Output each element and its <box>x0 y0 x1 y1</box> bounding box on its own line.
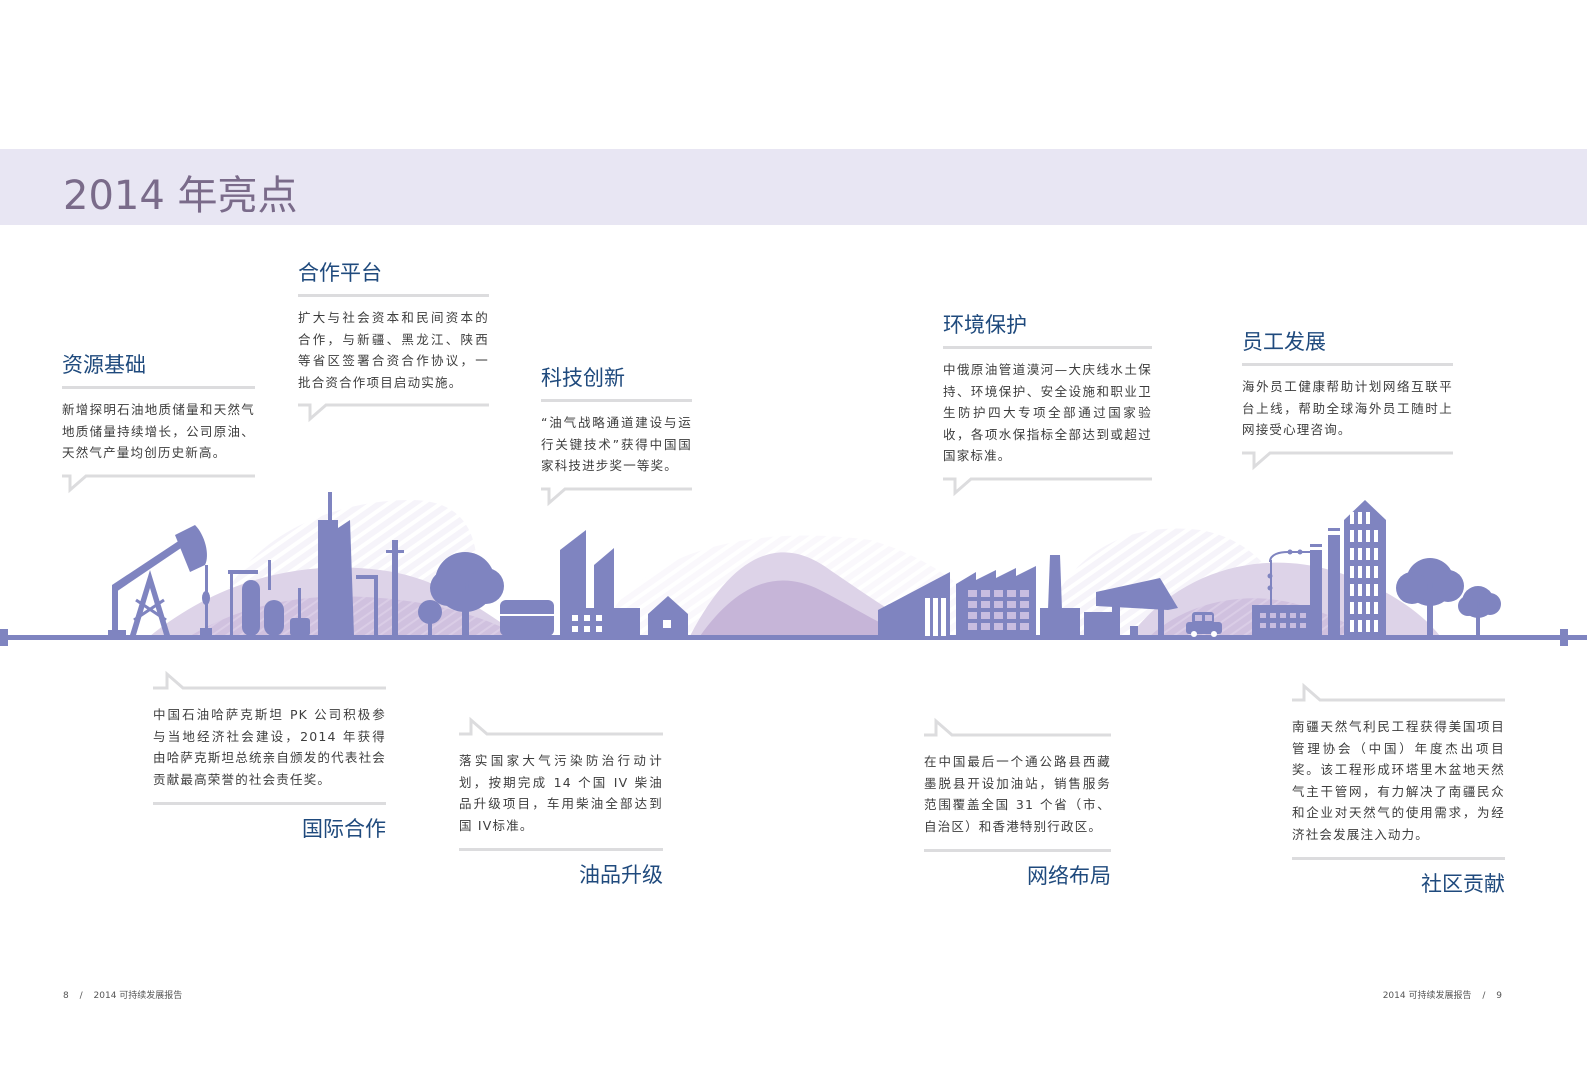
pipeline-plant-icon <box>1252 528 1340 636</box>
card-oil-upgrade: 落实国家大气污染防治行动计划，按期完成 14 个国 IV 柴油品升级项目，车用柴… <box>459 716 663 889</box>
speech-tail-icon <box>1242 451 1453 473</box>
industrial-shed-icon <box>878 566 1036 636</box>
footer-separator: / <box>1482 991 1486 1001</box>
card-body: 在中国最后一个通公路县西藏墨脱县开设加油站，销售服务范围覆盖全国 31 个省（市… <box>924 754 1111 834</box>
card-heading: 国际合作 <box>302 817 386 841</box>
storage-tank-icon <box>500 600 554 636</box>
divider <box>1292 857 1505 860</box>
report-name-left: 2014 可持续发展报告 <box>93 991 183 1001</box>
speech-tail-icon <box>943 477 1152 499</box>
footer-left: 8 / 2014 可持续发展报告 <box>63 988 182 1001</box>
card-heading: 油品升级 <box>579 863 663 887</box>
card-heading: 环境保护 <box>943 313 1027 337</box>
card-heading: 合作平台 <box>298 261 382 285</box>
speech-tail-icon <box>153 670 386 692</box>
card-international-cooperation: 中国石油哈萨克斯坦 PK 公司积极参与当地经济社会建设，2014 年获得由哈萨克… <box>153 670 386 843</box>
card-body: 扩大与社会资本和民间资本的合作，与新疆、黑龙江、陕西等省区签署合资合作协议，一批… <box>298 310 489 390</box>
gas-station-icon <box>1084 578 1178 636</box>
footer-right: 2014 可持续发展报告 / 9 <box>1383 988 1502 1001</box>
office-tower-icon <box>1344 500 1386 636</box>
card-employee-development: 员工发展 海外员工健康帮助计划网络互联平台上线，帮助全球海外员工随时上网接受心理… <box>1242 326 1453 473</box>
divider <box>62 386 255 389</box>
page-title: 2014 年亮点 <box>63 173 298 219</box>
card-body: 海外员工健康帮助计划网络互联平台上线，帮助全球海外员工随时上网接受心理咨询。 <box>1242 379 1453 437</box>
card-cooperation-platform: 合作平台 扩大与社会资本和民间资本的合作，与新疆、黑龙江、陕西等省区签署合资合作… <box>298 257 489 425</box>
card-body: 南疆天然气利民工程获得美国项目管理协会（中国）年度杰出项目奖。该工程形成环塔里木… <box>1292 719 1505 842</box>
title-band: 2014 年亮点 <box>0 149 1587 225</box>
card-body: “油气战略通道建设与运行关键技术”获得中国国家科技进步奖一等奖。 <box>541 415 692 473</box>
speech-tail-icon <box>924 717 1111 739</box>
page-number-left: 8 <box>63 991 69 1001</box>
card-community-contribution: 南疆天然气利民工程获得美国项目管理协会（中国）年度杰出项目奖。该工程形成环塔里木… <box>1292 682 1505 898</box>
card-heading: 社区贡献 <box>1421 872 1505 896</box>
speech-tail-icon <box>1292 682 1505 704</box>
oil-pump-jack-icon <box>108 525 212 636</box>
card-heading: 员工发展 <box>1242 330 1326 354</box>
card-resources: 资源基础 新增探明石油地质储量和天然气地质储量持续增长，公司原油、天然气产量均创… <box>62 349 255 496</box>
speech-tail-icon <box>459 716 663 738</box>
divider <box>459 848 663 851</box>
report-name-right: 2014 可持续发展报告 <box>1382 991 1472 1001</box>
speech-tail-icon <box>298 403 489 425</box>
card-body: 落实国家大气污染防治行动计划，按期完成 14 个国 IV 柴油品升级项目，车用柴… <box>459 753 663 833</box>
footer-separator: / <box>79 991 83 1001</box>
industrial-skyline-illustration <box>0 492 1587 646</box>
divider <box>153 802 386 805</box>
car-icon <box>1186 612 1222 637</box>
chimney-icon <box>1040 555 1080 636</box>
card-body: 中俄原油管道漠河—大庆线水土保持、环境保护、安全设施和职业卫生防护四大专项全部通… <box>943 362 1152 463</box>
silhouette-buildings <box>0 492 1587 646</box>
tree-right-icon <box>1396 558 1501 635</box>
card-network-layout: 在中国最后一个通公路县西藏墨脱县开设加油站，销售服务范围覆盖全国 31 个省（市… <box>924 717 1111 890</box>
speech-tail-icon <box>62 474 255 496</box>
divider <box>541 399 692 402</box>
tree-icon <box>418 552 504 635</box>
card-tech-innovation: 科技创新 “油气战略通道建设与运行关键技术”获得中国国家科技进步奖一等奖。 <box>541 362 692 509</box>
divider <box>1242 363 1453 366</box>
card-heading: 网络布局 <box>1027 864 1111 888</box>
card-body: 新增探明石油地质储量和天然气地质储量持续增长，公司原油、天然气产量均创历史新高。 <box>62 402 255 460</box>
divider <box>298 294 489 297</box>
divider <box>924 849 1111 852</box>
page-number-right: 9 <box>1496 991 1502 1001</box>
refinery-icon <box>228 492 404 636</box>
card-heading: 科技创新 <box>541 366 625 390</box>
divider <box>943 346 1152 349</box>
factory-icon <box>560 530 640 636</box>
card-environment: 环境保护 中俄原油管道漠河—大庆线水土保持、环境保护、安全设施和职业卫生防护四大… <box>943 309 1152 499</box>
card-heading: 资源基础 <box>62 353 146 377</box>
speech-tail-icon <box>541 487 692 509</box>
card-body: 中国石油哈萨克斯坦 PK 公司积极参与当地经济社会建设，2014 年获得由哈萨克… <box>153 707 386 787</box>
house-icon <box>648 596 688 636</box>
